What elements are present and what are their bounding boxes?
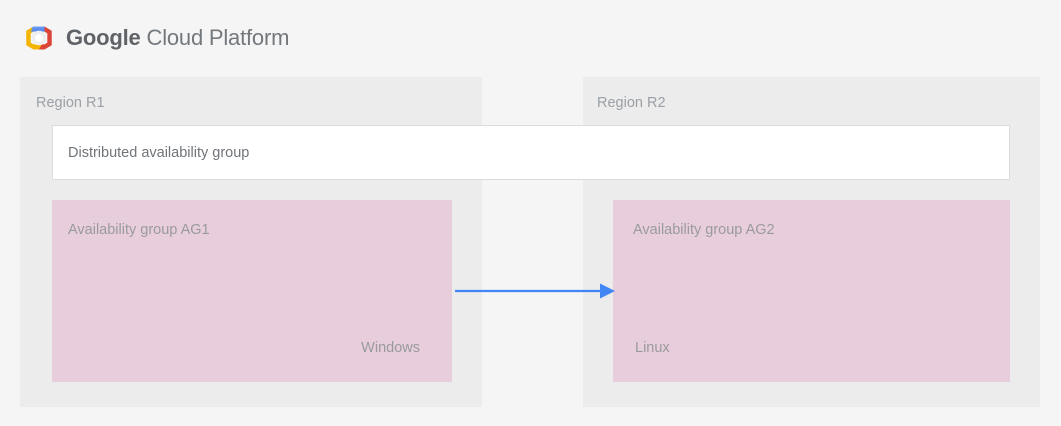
availability-group-box-ag2: Availability group AG2 Linux bbox=[613, 200, 1010, 382]
region-label-r2: Region R2 bbox=[597, 95, 666, 111]
brand-wordmark: Google Cloud Platform bbox=[66, 27, 289, 49]
availability-group-box-ag1: Availability group AG1 Windows bbox=[52, 200, 452, 382]
brand-name-light: Cloud Platform bbox=[146, 25, 290, 50]
availability-group-title-ag2: Availability group AG2 bbox=[633, 222, 775, 238]
distributed-availability-group-box: Distributed availability group bbox=[52, 125, 1010, 180]
replication-arrow-icon bbox=[455, 283, 615, 299]
region-label-r1: Region R1 bbox=[36, 95, 105, 111]
availability-group-title-ag1: Availability group AG1 bbox=[68, 222, 210, 238]
google-cloud-platform-logo-icon bbox=[26, 26, 52, 50]
availability-group-os-ag2: Linux bbox=[635, 340, 670, 356]
availability-group-os-ag1: Windows bbox=[361, 340, 420, 356]
brand-name-strong: Google bbox=[66, 25, 141, 50]
gcp-brand-header: Google Cloud Platform bbox=[22, 17, 289, 59]
distributed-availability-group-label: Distributed availability group bbox=[68, 144, 250, 161]
